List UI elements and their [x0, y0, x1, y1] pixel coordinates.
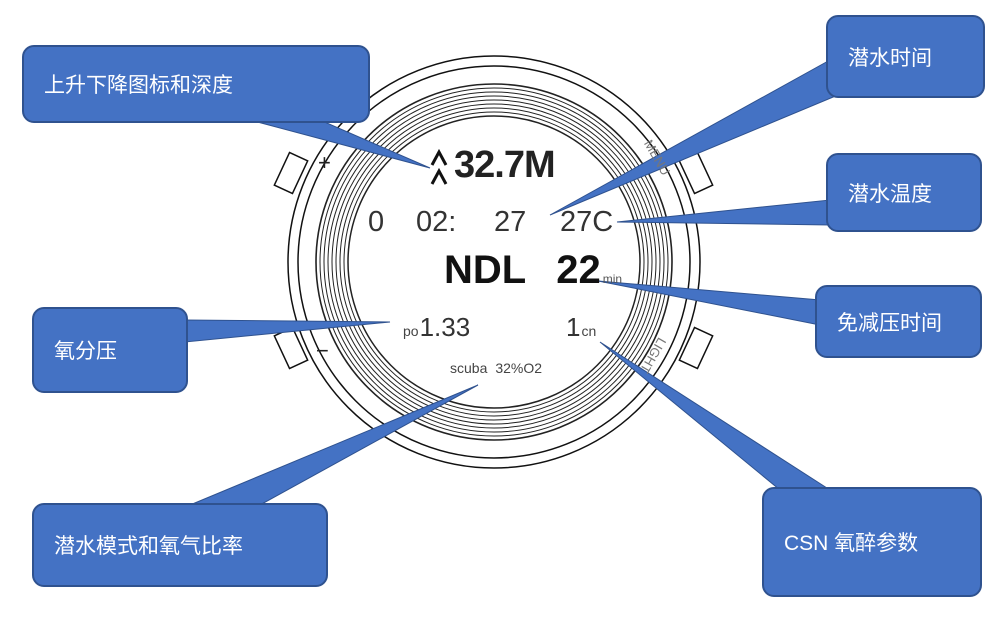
ndl-label: NDL	[444, 248, 527, 292]
callout-depth: 上升下降图标和深度	[22, 45, 370, 123]
light-button-shape	[678, 326, 714, 370]
bezel-rings	[315, 83, 673, 441]
o2-ratio: 32%O2	[495, 360, 543, 376]
temperature: 27C	[560, 206, 614, 238]
time-temp-row: 0 02: 27 27C	[368, 206, 613, 239]
po-label: po	[403, 323, 419, 339]
po-row: po 1.33	[403, 312, 470, 343]
ndl-value: 22	[556, 248, 601, 292]
dive-mode: scuba	[450, 360, 488, 376]
time-minutes: 27	[494, 206, 527, 238]
callout-temp: 潜水温度	[826, 153, 982, 232]
callout-po2: 氧分压	[32, 307, 188, 393]
cns-row: 1 cn	[566, 312, 596, 343]
callout-time: 潜水时间	[826, 15, 985, 98]
plus-button-shape	[273, 151, 309, 195]
plus-label: +	[318, 150, 331, 175]
ndl-unit: min	[602, 272, 623, 286]
po-value: 1.33	[419, 312, 471, 342]
ndl-row: NDL 22 min	[444, 248, 622, 293]
time-prefix: 0	[368, 206, 385, 238]
callout-pointers	[184, 59, 851, 506]
cns-unit: cn	[581, 323, 597, 339]
minus-label: −	[316, 338, 329, 363]
time-hours: 02:	[416, 206, 457, 238]
callout-mode: 潜水模式和氧气比率	[32, 503, 328, 587]
ascent-icon	[430, 148, 448, 185]
depth-value: 32.7M	[454, 144, 556, 186]
callout-ndl: 免减压时间	[815, 285, 982, 358]
cns-value: 1	[566, 312, 581, 342]
mode-row: scuba 32%O2	[450, 360, 542, 376]
callout-cns: CSN 氧醉参数	[762, 487, 982, 597]
